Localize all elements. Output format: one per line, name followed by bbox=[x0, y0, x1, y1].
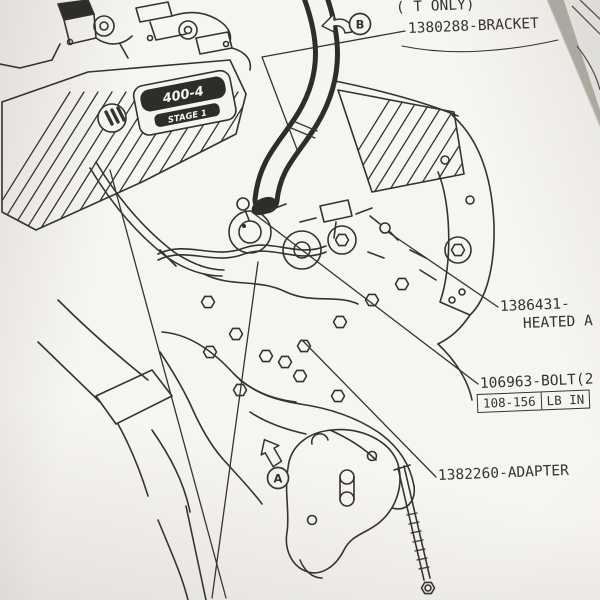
torque-unit: LB IN bbox=[540, 390, 590, 410]
valve-cover: 400-4 STAGE 1 bbox=[1, 59, 247, 231]
label-sensor-line2: HEATED A bbox=[522, 313, 594, 332]
valve-cover-badge: 400-4 STAGE 1 bbox=[132, 69, 237, 136]
mounting-bolt bbox=[393, 464, 436, 595]
torque-value: 108-156 bbox=[482, 393, 536, 411]
carburetor-assembly bbox=[0, 0, 252, 71]
callout-b: B bbox=[321, 12, 372, 36]
arrow-left-icon bbox=[321, 13, 353, 34]
engine-block-right bbox=[437, 114, 495, 401]
right-valve-cover bbox=[329, 79, 465, 193]
radiator-hose bbox=[251, 0, 340, 216]
leader-lines bbox=[251, 30, 559, 478]
arrow-up-icon bbox=[260, 438, 283, 468]
lower-left-block bbox=[37, 169, 259, 600]
page-corner bbox=[546, 0, 600, 128]
intake-manifold-details bbox=[157, 197, 437, 363]
callout-a-letter: A bbox=[274, 472, 283, 486]
callout-a: A bbox=[260, 438, 290, 490]
buick-emblem-icon bbox=[97, 103, 127, 133]
callout-b-letter: B bbox=[356, 18, 365, 32]
wiring-loom bbox=[89, 161, 225, 277]
label-sensor-line1: 1386431- bbox=[499, 296, 571, 315]
heat-shield-adapter bbox=[285, 428, 401, 579]
